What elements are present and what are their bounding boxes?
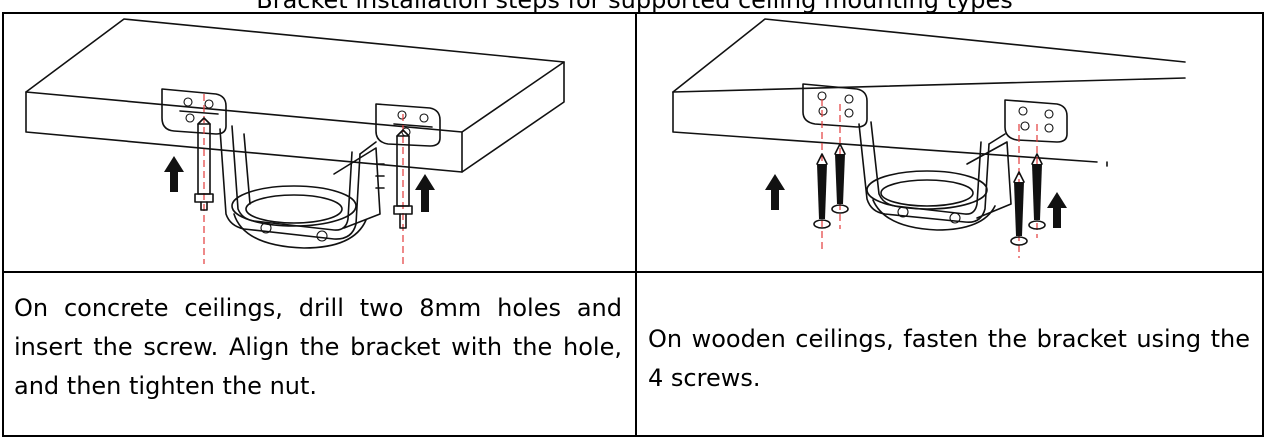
wooden-ceiling-caption: On wooden ceilings, fasten the bracket u…	[648, 325, 1250, 392]
concrete-ceiling-caption: On concrete ceilings, drill two 8mm hole…	[14, 294, 622, 400]
header-fragment: Bracket installation steps for supported…	[256, 0, 1013, 14]
concrete-ceiling-illustration	[4, 14, 635, 271]
column-divider	[635, 12, 637, 437]
wooden-ceiling-illustration	[637, 14, 1262, 271]
instruction-table	[2, 12, 1264, 437]
row-divider	[2, 271, 1264, 273]
